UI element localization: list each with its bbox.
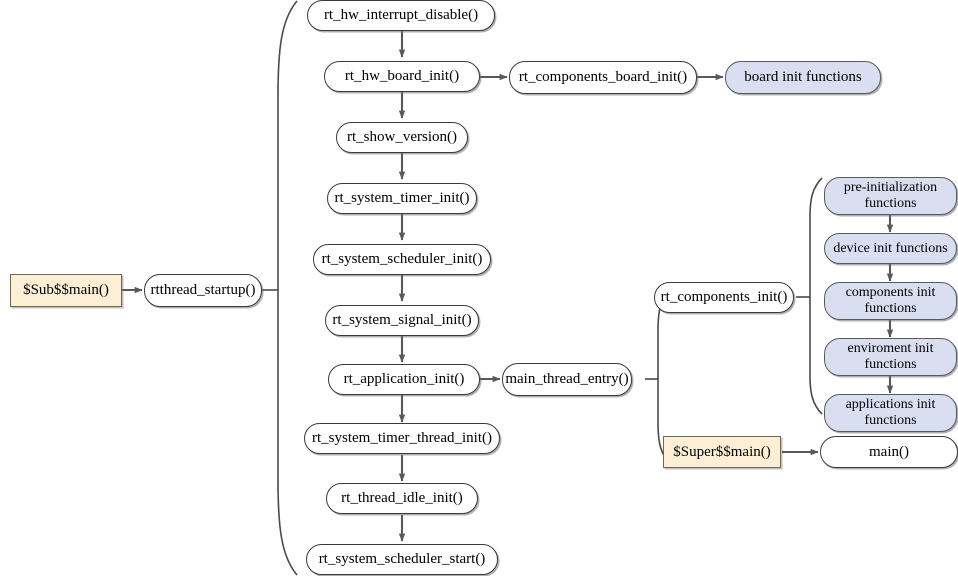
node-rt-system-timer-init[interactable]: rt_system_timer_init() bbox=[327, 183, 477, 214]
node-pre-initialization-functions[interactable]: pre-initialization functions bbox=[824, 177, 957, 215]
node-sub-main[interactable]: $Sub$$main() bbox=[10, 274, 122, 307]
node-rt-system-timer-thread-init[interactable]: rt_system_timer_thread_init() bbox=[304, 423, 500, 454]
node-rt-components-board-init[interactable]: rt_components_board_init() bbox=[509, 61, 697, 94]
node-rt-system-scheduler-init[interactable]: rt_system_scheduler_init() bbox=[313, 244, 491, 275]
node-components-init-functions[interactable]: components init functions bbox=[824, 282, 957, 320]
node-enviroment-init-functions[interactable]: enviroment init functions bbox=[824, 338, 957, 376]
node-main-thread-entry[interactable]: main_thread_entry() bbox=[502, 363, 632, 396]
node-rt-components-init[interactable]: rt_components_init() bbox=[654, 282, 794, 313]
node-rt-application-init[interactable]: rt_application_init() bbox=[328, 364, 480, 395]
node-super-main[interactable]: $Super$$main() bbox=[663, 436, 781, 468]
node-rt-hw-board-init[interactable]: rt_hw_board_init() bbox=[324, 61, 480, 92]
node-rt-system-signal-init[interactable]: rt_system_signal_init() bbox=[325, 305, 479, 336]
node-device-init-functions[interactable]: device init functions bbox=[824, 233, 957, 264]
node-rtthread-startup[interactable]: rtthread_startup() bbox=[144, 274, 262, 307]
node-rt-show-version[interactable]: rt_show_version() bbox=[336, 122, 468, 153]
node-rt-system-scheduler-start[interactable]: rt_system_scheduler_start() bbox=[306, 544, 498, 575]
node-main[interactable]: main() bbox=[820, 436, 958, 468]
node-board-init-functions[interactable]: board init functions bbox=[725, 61, 881, 94]
node-rt-hw-interrupt-disable[interactable]: rt_hw_interrupt_disable() bbox=[307, 0, 495, 31]
node-applications-init-functions[interactable]: applications init functions bbox=[824, 394, 957, 432]
node-rt-thread-idle-init[interactable]: rt_thread_idle_init() bbox=[326, 483, 478, 514]
